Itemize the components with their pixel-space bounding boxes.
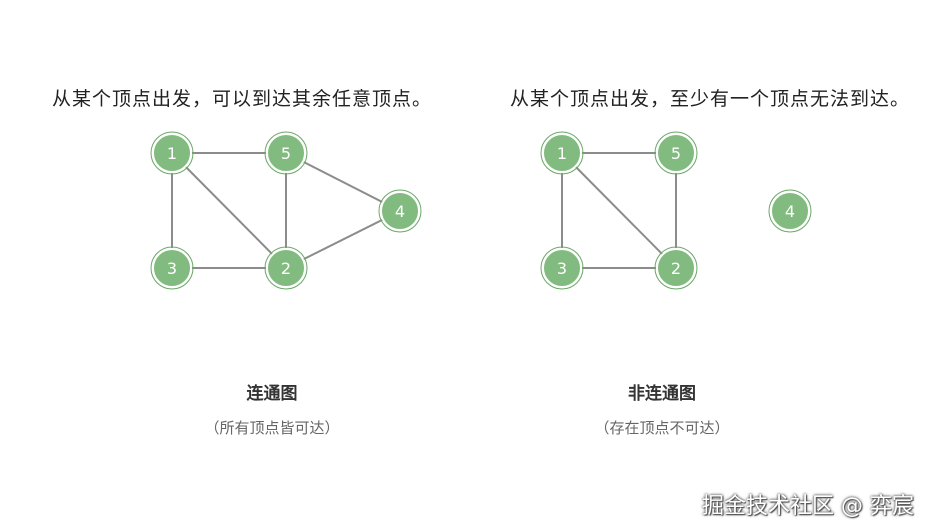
node-label: 2 [281,259,291,278]
disconnected-graph-subtitle: （存在顶点不可达） [594,419,730,437]
edge-1-2 [561,152,677,269]
disconnected-graph-title: 非连通图 [628,384,696,404]
disconnected-description: 从某个顶点出发，至少有一个顶点无法到达。 [510,88,911,110]
node-label: 3 [167,259,177,278]
node-2: 2 [654,246,698,290]
node-2: 2 [264,246,308,290]
node-5: 5 [654,131,698,175]
node-1: 1 [540,131,584,175]
node-label: 5 [281,144,291,163]
connected-graph-title: 连通图 [246,384,298,404]
disconnected-graph-edges [561,152,677,269]
node-label: 3 [557,259,567,278]
node-4: 4 [378,189,422,233]
node-4-isolated: 4 [768,189,812,233]
node-3: 3 [540,246,584,290]
disconnected-graph-nodes: 1 5 3 2 4 [540,131,812,290]
node-label: 2 [671,259,681,278]
node-label: 4 [395,202,405,221]
node-label: 4 [785,202,795,221]
connected-graph-subtitle: （所有顶点皆可达） [204,419,340,437]
watermark: 掘金技术社区 @ 弈宸 [702,494,914,519]
edge-1-2 [171,152,287,269]
node-label: 1 [167,144,177,163]
connected-description: 从某个顶点出发，可以到达其余任意顶点。 [52,88,433,110]
node-label: 1 [557,144,567,163]
node-5: 5 [264,131,308,175]
node-label: 5 [671,144,681,163]
node-3: 3 [150,246,194,290]
connected-graph-nodes: 1 5 3 2 4 [150,131,422,290]
node-1: 1 [150,131,194,175]
